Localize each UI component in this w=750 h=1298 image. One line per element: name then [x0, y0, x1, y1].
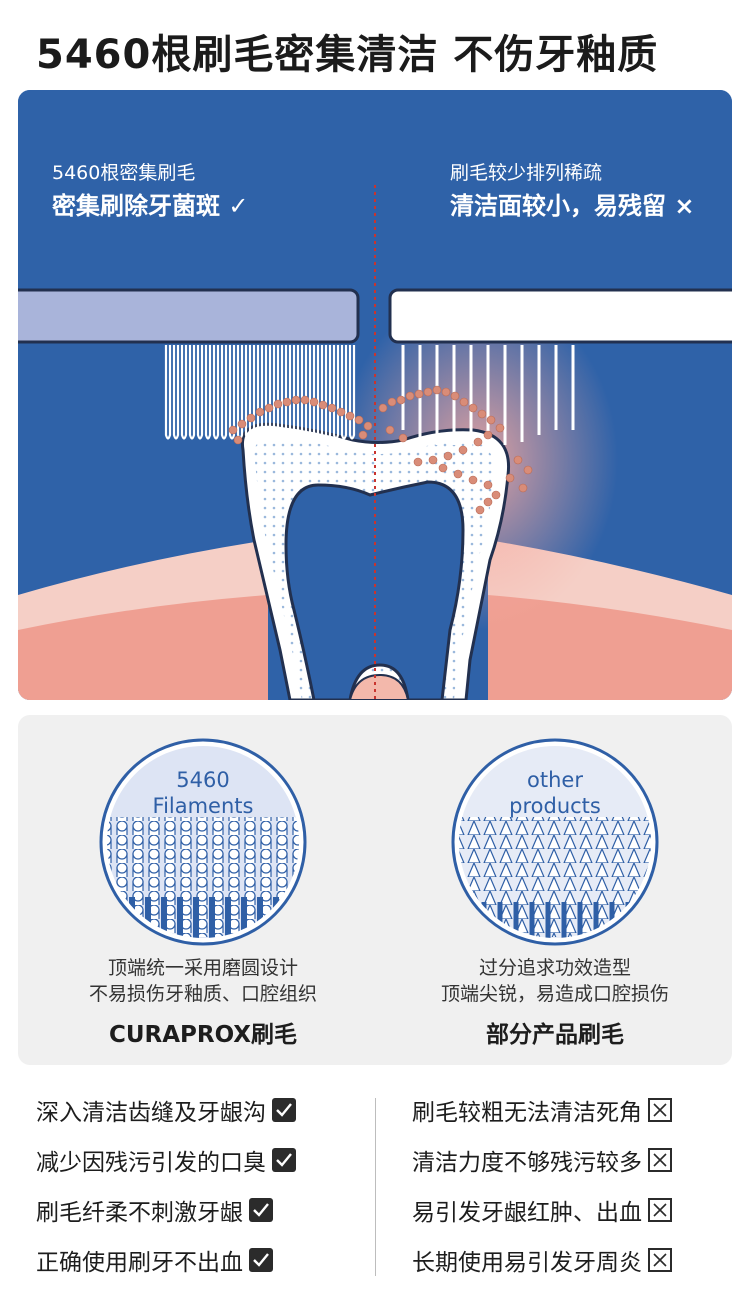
circle-label-line1: 5460	[176, 768, 230, 792]
filament-circle-other: other products	[450, 737, 660, 947]
sharp-bristles-icon	[451, 738, 659, 946]
left-brush-head	[18, 288, 360, 344]
tooth-brush-illustration	[18, 90, 732, 700]
list-item: 易引发牙龈红肿、出血	[412, 1185, 672, 1235]
other-brand-label: 部分产品刷毛	[486, 1022, 624, 1048]
comparison-illustration: 5460根密集刷毛 密集刷除牙菌斑 ✓ 刷毛较少排列稀疏 清洁面较小，易残留 ×	[18, 90, 732, 700]
sparse-bristles	[401, 345, 575, 450]
filament-circle-curaprox: 5460 Filaments	[98, 737, 308, 947]
left-caption-sub: 5460根密集刷毛	[52, 162, 196, 184]
filament-comparison: 5460 Filaments	[18, 715, 732, 1065]
drawbacks-list: 刷毛较粗无法清洁死角 清洁力度不够残污较多 易引发牙龈红肿、出血 长期使用易引发…	[412, 1085, 672, 1285]
circle-label-line2: products	[509, 794, 601, 818]
rounded-bristles-icon	[99, 738, 307, 946]
other-desc-line1: 过分追求功效造型	[478, 957, 631, 979]
list-item: 正确使用刷牙不出血	[36, 1235, 296, 1285]
list-item: 刷毛较粗无法清洁死角	[412, 1085, 672, 1135]
cross-box-icon	[648, 1098, 672, 1122]
plaque-dots	[228, 385, 533, 515]
other-desc-line2: 顶端尖锐，易造成口腔损伤	[440, 983, 669, 1005]
curaprox-desc-line1: 顶端统一采用磨圆设计	[107, 957, 298, 979]
cross-box-icon	[648, 1148, 672, 1172]
cross-box-icon	[648, 1248, 672, 1272]
check-icon	[249, 1198, 273, 1222]
curaprox-desc-line2: 不易损伤牙釉质、口腔组织	[88, 983, 317, 1005]
list-item: 刷毛纤柔不刺激牙龈	[36, 1185, 296, 1235]
right-caption-sub: 刷毛较少排列稀疏	[450, 162, 603, 184]
left-caption-main: 密集刷除牙菌斑 ✓	[52, 192, 249, 220]
list-item: 减少因残污引发的口臭	[36, 1135, 296, 1185]
curaprox-brand-label: CURAPROX刷毛	[108, 1022, 298, 1048]
circle-label-line2: Filaments	[152, 794, 254, 818]
cross-box-icon	[648, 1198, 672, 1222]
list-item: 长期使用易引发牙周炎	[412, 1235, 672, 1285]
circle-label-line1: other	[527, 768, 583, 792]
page-title: 5460根刷毛密集清洁 不伤牙釉质	[36, 32, 659, 78]
right-brush-head	[388, 288, 732, 344]
benefits-list: 深入清洁齿缝及牙龈沟 减少因残污引发的口臭 刷毛纤柔不刺激牙龈 正确使用刷牙不出…	[36, 1085, 296, 1285]
dense-bristles	[164, 345, 356, 440]
list-divider	[375, 1098, 376, 1276]
check-icon	[249, 1248, 273, 1272]
list-item: 深入清洁齿缝及牙龈沟	[36, 1085, 296, 1135]
check-icon	[272, 1098, 296, 1122]
check-icon	[272, 1148, 296, 1172]
right-caption-main: 清洁面较小，易残留 ×	[450, 192, 695, 220]
list-item: 清洁力度不够残污较多	[412, 1135, 672, 1185]
